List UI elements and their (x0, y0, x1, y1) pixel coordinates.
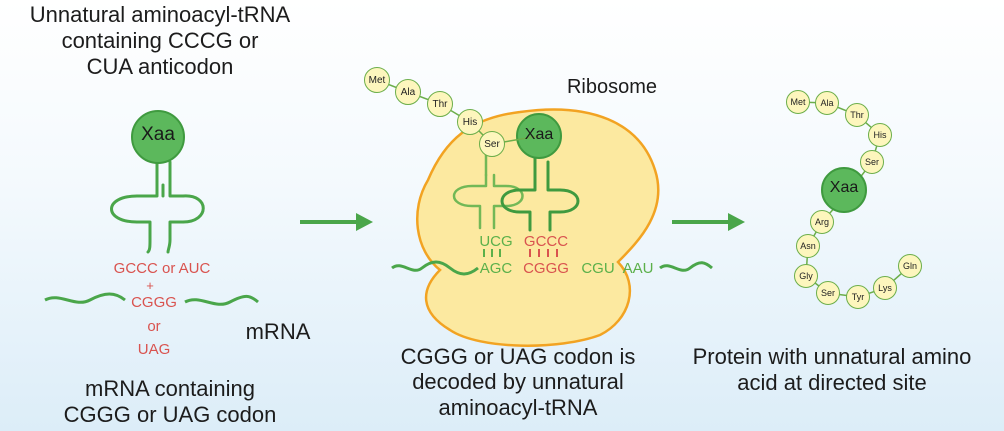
right-bead-asn-1: Asn (796, 234, 820, 258)
left-title-line-1: Unnatural aminoacyl-tRNA (29, 2, 291, 27)
right-bead-gln-6: Gln (898, 254, 922, 278)
mid-bead-ala: Ala (395, 79, 421, 105)
right-bead-met: Met (786, 90, 810, 114)
base-pair-ticks (483, 249, 558, 257)
arrow-2 (672, 213, 745, 231)
mid-mrna-right (659, 261, 713, 272)
right-xaa-label: Xaa (829, 179, 859, 196)
codon-agc: AGC (479, 260, 513, 277)
mid-bead-thr: Thr (427, 91, 453, 117)
codon-aau: AAU (622, 260, 654, 277)
ribosome-label: Ribosome (566, 76, 658, 98)
mid-xaa-label: Xaa (524, 126, 554, 143)
left-mrna-wave-1 (44, 292, 126, 304)
right-bead-ala: Ala (815, 91, 839, 115)
left-anticodon-options: GCCC or AUC (113, 260, 211, 277)
arrow-1 (300, 213, 373, 231)
right-bead-thr: Thr (845, 103, 869, 127)
right-bead-gly-2: Gly (794, 264, 818, 288)
right-bead-ser-3: Ser (816, 281, 840, 305)
middle-caption: CGGG or UAG codon is decoded by unnatura… (368, 344, 668, 420)
mid-bead-his: His (457, 109, 483, 135)
left-caption-line-2: CGGG or UAG codon (63, 401, 277, 427)
right-bead-his: His (868, 123, 892, 147)
left-title-line-2: containing CCCG or (61, 27, 259, 53)
codon-cgu: CGU (581, 260, 615, 277)
left-trna (110, 150, 205, 254)
plus-sign: + (146, 278, 154, 293)
left-caption-line-1: mRNA containing (85, 376, 255, 401)
left-title-line-3: CUA anticodon (86, 53, 234, 79)
middle-caption-line-3: aminoacyl-tRNA (438, 394, 598, 420)
mid-bead-ser: Ser (479, 131, 505, 157)
right-caption: Protein with unnatural amino acid at dir… (664, 344, 1000, 396)
right-caption-line-1: Protein with unnatural amino (692, 344, 972, 369)
codon-or: or (147, 318, 161, 335)
codon-cggg: CGGG (131, 294, 177, 311)
middle-caption-line-2: decoded by unnatural (412, 369, 624, 395)
left-xaa-bead (131, 110, 185, 164)
left-title: Unnatural aminoacyl-tRNA containing CCCG… (0, 2, 320, 80)
codon-uag: UAG (137, 341, 171, 358)
left-caption: mRNA containing CGGG or UAG codon (20, 376, 320, 428)
mid-bead-met: Met (364, 67, 390, 93)
right-bead-tyr-4: Tyr (846, 285, 870, 309)
right-bead-ser: Ser (860, 150, 884, 174)
mrna-label: mRNA (245, 319, 311, 344)
right-bead-lys-5: Lys (873, 276, 897, 300)
anticodon-ucg: UCG (479, 233, 513, 250)
mid-mrna-left (391, 260, 479, 276)
left-xaa-label: Xaa (141, 124, 175, 145)
mid-trna-right (500, 154, 580, 232)
right-xaa-bead (821, 167, 867, 213)
middle-caption-line-1: CGGG or UAG codon is (400, 344, 636, 369)
right-bead-arg-0: Arg (810, 210, 834, 234)
right-caption-line-2: acid at directed site (737, 369, 927, 395)
left-mrna-wave-2 (184, 294, 259, 306)
ribosome-body (416, 108, 660, 347)
anticodon-gccc: GCCC (523, 233, 569, 250)
codon-cggg-mid: CGGG (523, 260, 569, 277)
